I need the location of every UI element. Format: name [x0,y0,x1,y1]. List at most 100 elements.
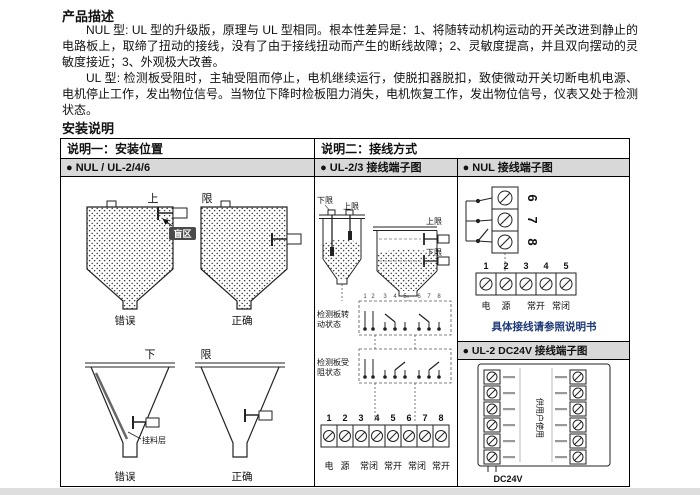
svg-text:常开: 常开 [432,460,450,471]
table-header-wiring: 说明二：接线方式 [315,139,629,159]
subheader-nul-ul246: ● NUL / UL-2/4/6 [61,159,316,177]
cell-installation-position: 上 限 盲区 错误 [61,177,316,486]
svg-text:7: 7 [427,294,431,300]
blind-zone-chip [169,227,196,240]
dc24v-power-label: DC24V [493,474,522,484]
subheader-ul23-terminals: ● UL-2/3 接线端子图 [315,159,458,177]
state-rotating-line2: 动状态 [317,319,341,329]
svg-text:常开: 常开 [384,460,402,471]
nul-terminal-section: 6 7 8 1 2 3 4 5 [457,177,629,342]
upper-limit-char-1: 上 [148,192,159,205]
svg-text:4: 4 [393,294,397,300]
level-sensor-icon [157,207,188,220]
level-sensor-icon [244,409,273,422]
svg-text:电: 电 [481,300,490,311]
high-limit-label-right: 上限 [426,217,442,226]
page-edge [0,488,700,495]
lower-limit-char-1: 下 [145,349,156,361]
svg-text:4: 4 [543,261,548,271]
low-limit-label: 下限 [317,196,333,205]
dc24v-terminal-diagram: 供用户使用 DC24V [477,363,611,484]
bin-side-mounted-sensors [373,226,450,297]
nul-terminal-strip: 1 2 3 4 5 [475,261,577,311]
level-sensor-icon [132,416,160,429]
svg-text:常闭: 常闭 [360,460,378,471]
svg-text:7: 7 [423,413,428,423]
table-subheader-row: ● NUL / UL-2/4/6 ● UL-2/3 接线端子图 ● NUL 接线… [61,159,629,177]
rotated-terminal-8: 8 [525,238,540,245]
svg-text:6: 6 [417,294,421,300]
cell-nul-and-dc24v: 6 7 8 1 2 3 4 5 [457,177,629,486]
ul23-wiring-diagram: 下限 上限 [317,196,452,471]
svg-text:8: 8 [437,294,441,300]
svg-text:常闭: 常闭 [408,460,426,471]
svg-text:电: 电 [325,460,334,471]
nul-terminal-diagram: 6 7 8 1 2 3 4 5 [465,186,597,333]
high-limit-label: 上限 [343,202,359,211]
nul-switch-symbol [465,197,492,244]
subheader-nul-terminals: ● NUL 接线端子图 [457,159,629,177]
micro-label-bars [502,376,567,459]
svg-text:3: 3 [359,413,364,423]
user-terminals-label: 供用户使用 [535,398,545,438]
svg-text:5: 5 [563,261,568,271]
lower-limit-char-2: 限 [201,348,212,361]
svg-text:1: 1 [327,413,332,423]
table-body-row: 上 限 盲区 错误 [61,177,629,486]
svg-text:2: 2 [503,261,508,271]
subheader-ul2-dc24v: ● UL-2 DC24V 接线端子图 [457,342,629,360]
svg-text:常开: 常开 [527,300,545,311]
svg-text:源: 源 [501,301,510,311]
blind-zone-label: 盲区 [173,228,191,239]
svg-text:8: 8 [439,413,444,423]
svg-text:1: 1 [483,261,488,271]
svg-text:6: 6 [407,413,412,423]
svg-text:常闭: 常闭 [552,300,570,311]
funnel-wrong-lower [85,362,175,458]
section-title-install: 安装说明 [62,121,115,136]
nul-rotated-terminal-block [491,186,519,254]
dc24v-section: 供用户使用 DC24V [458,360,629,486]
rotated-terminal-7: 7 [525,216,540,223]
rotated-terminal-6: 6 [525,194,540,201]
installation-position-diagram: 上 限 盲区 错误 [85,192,302,483]
level-sensor-icon [423,255,450,267]
paragraph-nul-type: NUL 型: UL 型的升级版，原理与 UL 型相同。根本性差异是：1、将随转动… [62,23,638,69]
dc24v-module [477,363,611,472]
svg-text:5: 5 [403,294,407,300]
switch-state-blocked [358,348,452,384]
silo-correct-upper [200,200,302,310]
silo-wrong-upper [86,200,196,310]
installation-table: 说明一：安装位置 说明二：接线方式 ● NUL / UL-2/4/6 ● UL-… [60,138,630,487]
wrong-label-upper: 错误 [115,314,136,327]
section-title-product-desc: 产品描述 [62,9,115,24]
cell-ul23-wiring: 下限 上限 [315,177,458,486]
ul23-terminal-strip: 1 2 3 4 5 6 7 8 [320,413,450,471]
state-blocked-line2: 阻状态 [317,367,341,377]
svg-text:2: 2 [371,294,375,300]
svg-text:4: 4 [375,413,380,423]
wrong-label-lower: 错误 [115,470,136,483]
svg-text:源: 源 [341,461,350,471]
correct-label-upper: 正确 [232,314,253,327]
correct-label-lower: 正确 [232,470,253,483]
coating-layer-label: 挂料层 [142,435,166,445]
bin-top-mounted-sensors [319,204,366,285]
table-header-row: 说明一：安装位置 说明二：接线方式 [61,139,629,159]
state-blocked-line1: 检测板受 [317,357,349,367]
table-header-position: 说明一：安装位置 [61,139,316,159]
upper-limit-char-2: 限 [202,192,213,205]
coating-layer-line [94,372,129,440]
level-sensor-icon [423,233,450,245]
switch-state-rotating: 1 2 3 4 5 6 7 8 [358,294,452,336]
low-limit-label-right: 下限 [426,248,442,257]
svg-text:1: 1 [363,294,367,300]
svg-text:3: 3 [383,294,387,300]
state-rotating-line1: 检测板转 [317,309,349,319]
paragraph-ul-type: UL 型: 检测板受阻时，主轴受阻而停止，电机继续运行，使脱扣器脱扣，致使微动开… [62,71,639,117]
svg-text:2: 2 [343,413,348,423]
wiring-note: 具体接线请参照说明书 [490,320,596,333]
funnel-correct-lower [195,362,285,458]
svg-text:5: 5 [391,413,396,423]
